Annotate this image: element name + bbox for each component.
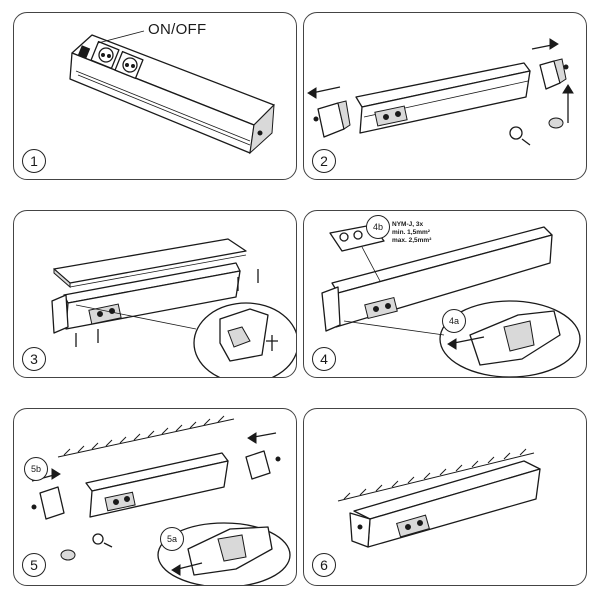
end-cap-reinstall-illustration [31, 415, 291, 585]
end-cap-removal-illustration [307, 38, 574, 146]
step-number-5: 5 [22, 553, 46, 577]
wiring-illustration [321, 224, 581, 377]
power-strip-illustration [69, 30, 275, 155]
step-5-panel: 5b 5a 5 [13, 408, 297, 586]
step-1-panel: ON/OFF 1 [13, 12, 297, 180]
cable-spec-line-2: min. 1,5mm² [392, 229, 430, 236]
callout-5b: 5b [24, 457, 48, 481]
step-number-3: 3 [22, 347, 46, 371]
step-6-panel: 6 [303, 408, 587, 586]
step-number-1: 1 [22, 149, 46, 173]
step-number-2: 2 [312, 149, 336, 173]
callout-5a: 5a [160, 527, 184, 551]
cable-spec-line-1: NYM-J, 3x [392, 221, 424, 228]
ceiling-mount-illustration [51, 238, 296, 377]
cable-spec: NYM-J, 3x min. 1,5mm² max. 2,5mm² [392, 221, 431, 245]
step-4-panel: 4b NYM-J, 3x min. 1,5mm² max. 2,5mm² 4a … [303, 210, 587, 378]
step-3-panel: 3 [13, 210, 297, 378]
installed-strip-illustration [337, 448, 541, 548]
callout-4a: 4a [442, 309, 466, 333]
on-off-label: ON/OFF [148, 21, 207, 38]
cable-spec-line-3: max. 2,5mm² [392, 237, 432, 244]
step-number-4: 4 [312, 347, 336, 371]
step-2-panel: 2 [303, 12, 587, 180]
step-number-6: 6 [312, 553, 336, 577]
callout-4b: 4b [366, 215, 390, 239]
